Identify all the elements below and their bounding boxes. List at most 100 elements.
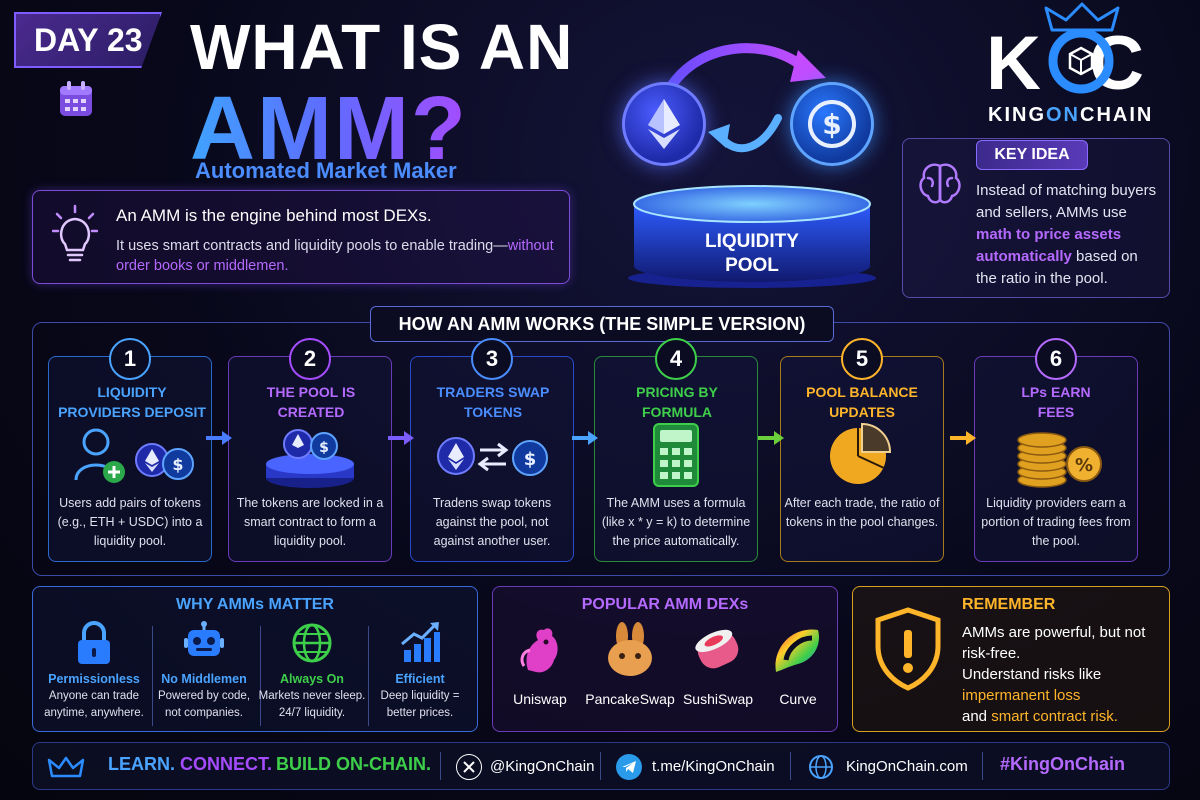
provider-deposit-icon: $ bbox=[74, 428, 194, 483]
footer-learn: LEARN. bbox=[108, 754, 175, 774]
intro-text: It uses smart contracts and liquidity po… bbox=[116, 238, 508, 254]
step-number-1: 1 bbox=[109, 338, 151, 380]
eth-coin-icon bbox=[622, 82, 706, 166]
why-item-no-middlemen: No Middlemen Powered by code, not compan… bbox=[150, 620, 258, 722]
remember-highlight-2: smart contract risk. bbox=[991, 708, 1118, 725]
step-arrow-3-icon bbox=[572, 431, 598, 445]
robot-icon bbox=[184, 621, 224, 656]
step-arrow-2-icon bbox=[388, 431, 414, 445]
pool-label-line-2: POOL bbox=[725, 255, 779, 276]
footer-website[interactable]: KingOnChain.com bbox=[846, 758, 968, 775]
pie-chart-icon bbox=[830, 422, 892, 484]
logo-name-on: ON bbox=[1046, 104, 1080, 126]
step-arrow-1-icon bbox=[206, 431, 232, 445]
calculator-icon bbox=[653, 423, 699, 487]
why-desc-4: Deep liquidity = better prices. bbox=[380, 690, 460, 719]
step-desc-1: Users add pairs of tokens (e.g., ETH + U… bbox=[57, 496, 203, 548]
step-desc-3: Tradens swap tokens against the pool, no… bbox=[432, 496, 552, 548]
footer-telegram[interactable]: t.me/KingOnChain bbox=[652, 758, 775, 775]
why-desc-2: Powered by code, not companies. bbox=[157, 690, 251, 719]
step-title-3: TRADERS SWAP TOKENS bbox=[436, 384, 550, 420]
coins-fee-icon: % bbox=[1017, 432, 1102, 488]
footer-hashtag[interactable]: #KingOnChain bbox=[1000, 754, 1125, 774]
remember-line-1: AMMs are powerful, but not risk-free. bbox=[962, 624, 1146, 662]
how-it-works-title: HOW AN AMM WORKS (THE SIMPLE VERSION) bbox=[370, 306, 834, 342]
step-arrow-5-icon bbox=[950, 431, 976, 445]
dex-name-1: Uniswap bbox=[513, 691, 567, 707]
footer-x-handle[interactable]: @KingOnChain bbox=[490, 758, 595, 775]
why-label-4: Efficient bbox=[395, 672, 445, 686]
website-globe-icon[interactable] bbox=[808, 754, 834, 780]
step-number-5: 5 bbox=[841, 338, 883, 380]
step-number-6: 6 bbox=[1035, 338, 1077, 380]
svg-text:$: $ bbox=[524, 449, 537, 470]
step-title-6: LPs EARN FEES bbox=[1021, 384, 1091, 420]
why-desc-1: Anyone can trade anytime, anywhere. bbox=[44, 690, 144, 719]
footer-divider-2 bbox=[600, 752, 601, 780]
svg-text:$: $ bbox=[822, 108, 841, 141]
key-idea-text-2: based on the ratio in the pool. bbox=[976, 248, 1138, 287]
remember-line-2: Understand risks like bbox=[962, 666, 1102, 683]
intro-line-1: An AMM is the engine behind most DEXs. bbox=[116, 206, 432, 225]
pancakeswap-logo-icon bbox=[608, 622, 652, 676]
step-number-4: 4 bbox=[655, 338, 697, 380]
pool-created-icon: $ bbox=[266, 429, 354, 488]
logo-name-chain: CHAIN bbox=[1080, 104, 1154, 126]
footer-crown-icon bbox=[47, 756, 85, 778]
day-badge: DAY 23 bbox=[14, 12, 162, 68]
subtitle: Automated Market Maker bbox=[195, 158, 457, 183]
swap-return-arrow-icon bbox=[708, 114, 782, 153]
step-title-1: LIQUIDITY PROVIDERS DEPOSIT bbox=[58, 384, 206, 420]
popular-dexs-title: POPULAR AMM DEXs bbox=[581, 596, 749, 613]
why-label-2: No Middlemen bbox=[161, 672, 247, 686]
step-desc-5: After each trade, the ratio of tokens in… bbox=[784, 496, 940, 529]
telegram-icon[interactable] bbox=[616, 754, 642, 780]
globe-icon bbox=[292, 623, 332, 663]
footer-divider-1 bbox=[440, 752, 441, 780]
step-desc-4: The AMM uses a formula (like x * y = k) … bbox=[601, 496, 751, 548]
swap-tokens-icon: $ bbox=[437, 437, 548, 476]
pool-label-line-1: LIQUIDITY bbox=[705, 231, 799, 252]
eth-glyph-icon bbox=[648, 99, 680, 149]
title-line-1: WHAT IS AN bbox=[190, 11, 574, 83]
dex-name-2: PancakeSwap bbox=[585, 691, 675, 707]
dex-curve[interactable]: Curve bbox=[756, 620, 840, 707]
key-idea-text: Instead of matching buyers and sellers, … bbox=[976, 180, 1162, 290]
why-item-always-on: Always On Markets never sleep. 24/7 liqu… bbox=[258, 620, 366, 722]
why-label-3: Always On bbox=[280, 672, 344, 686]
crown-icon bbox=[1044, 2, 1120, 32]
remember-line-3: and bbox=[962, 708, 988, 725]
intro-panel bbox=[32, 190, 570, 284]
why-label-1: Permissionless bbox=[48, 672, 140, 686]
remember-text: AMMs are powerful, but not risk-free. Un… bbox=[962, 622, 1162, 727]
intro-line-2: It uses smart contracts and liquidity po… bbox=[116, 236, 562, 276]
swap-arc-arrow bbox=[665, 43, 826, 93]
uniswap-logo-icon bbox=[520, 628, 558, 673]
svg-text:$: $ bbox=[319, 440, 329, 456]
svg-text:%: % bbox=[1075, 455, 1093, 476]
dollar-glyph-icon: $ bbox=[808, 100, 856, 148]
liquidity-pool-graphic bbox=[628, 185, 876, 288]
footer-divider-3 bbox=[790, 752, 791, 780]
dex-name-4: Curve bbox=[779, 691, 817, 707]
why-divider-2 bbox=[260, 626, 261, 726]
key-idea-highlight: math to price assets automatically bbox=[976, 226, 1122, 265]
curve-logo-icon bbox=[775, 629, 820, 672]
lock-icon bbox=[78, 621, 110, 664]
footer-build: BUILD ON-CHAIN. bbox=[276, 754, 431, 774]
logo-name: KINGONCHAIN bbox=[988, 104, 1153, 127]
step-desc-6: Liquidity providers earn a portion of tr… bbox=[981, 496, 1131, 548]
remember-highlight-1: impermanent loss bbox=[962, 687, 1081, 704]
title-line-2: AMM? bbox=[190, 79, 468, 179]
x-logo-icon[interactable] bbox=[456, 754, 482, 780]
dex-pancakeswap[interactable]: PancakeSwap bbox=[584, 620, 676, 707]
why-desc-3: Markets never sleep. 24/7 liquidity. bbox=[258, 690, 366, 719]
why-divider-3 bbox=[368, 626, 369, 726]
why-divider-1 bbox=[152, 626, 153, 726]
dex-uniswap[interactable]: Uniswap bbox=[498, 620, 582, 707]
step-title-5: POOL BALANCE UPDATES bbox=[806, 384, 918, 420]
dex-sushiswap[interactable]: SushiSwap bbox=[676, 620, 760, 707]
why-amms-title: WHY AMMs MATTER bbox=[176, 596, 334, 613]
footer-connect: CONNECT. bbox=[180, 754, 273, 774]
growth-chart-icon bbox=[401, 622, 440, 662]
